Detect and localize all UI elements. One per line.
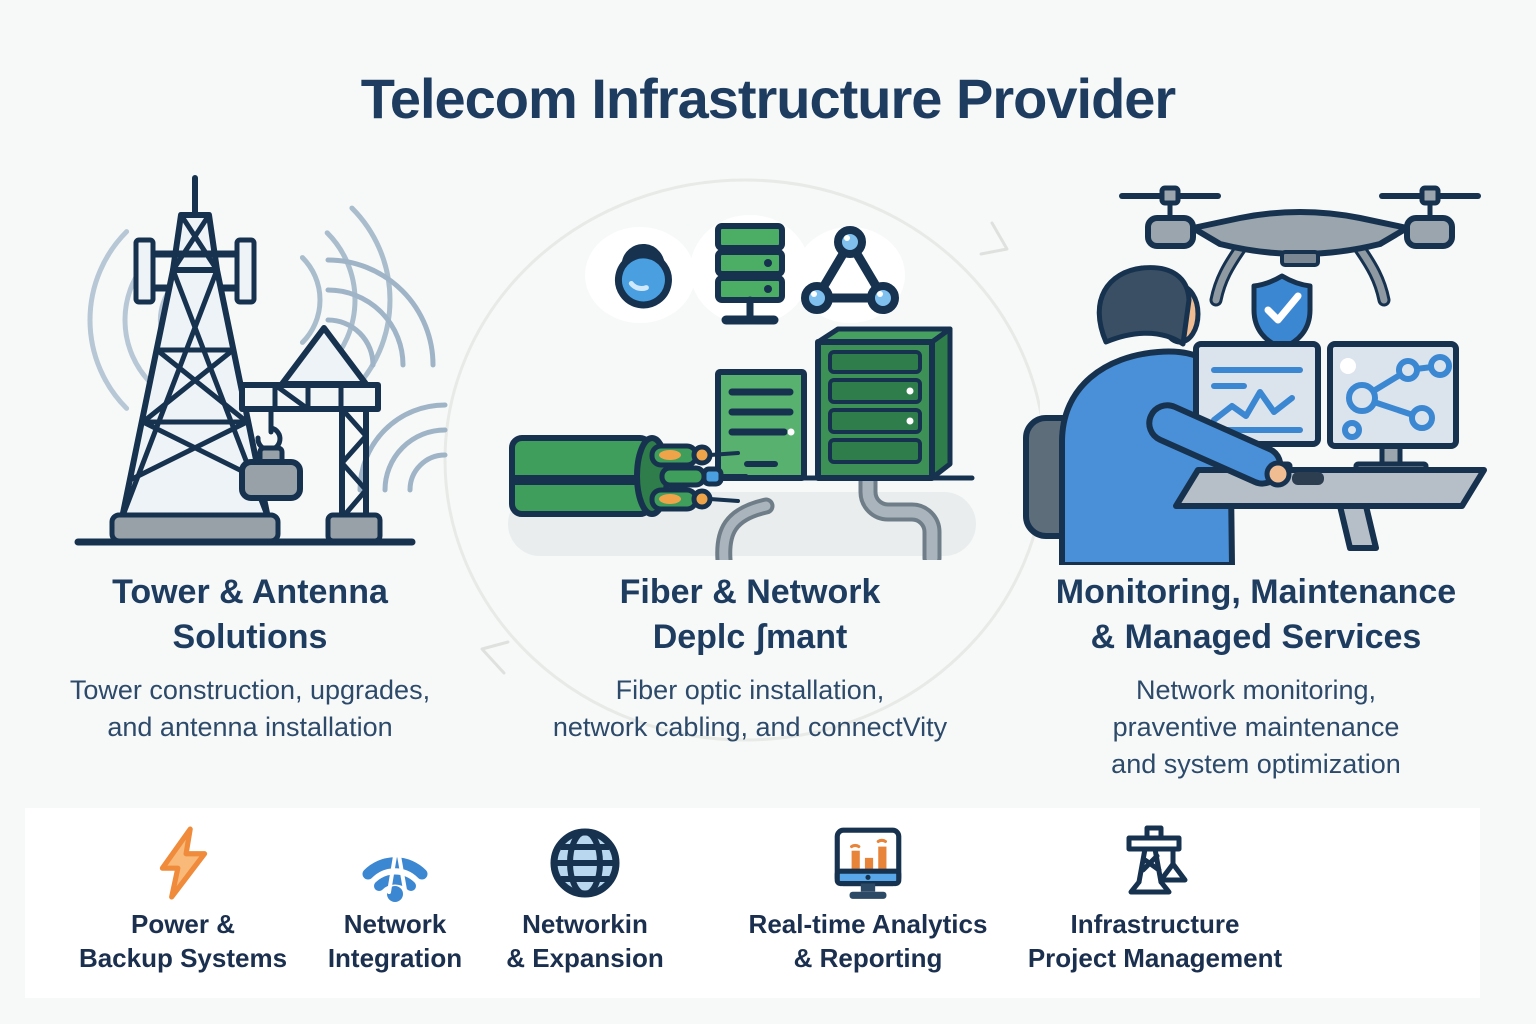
- tower-crane-illustration: [74, 175, 448, 546]
- section-tower-heading: Tower & Antenna Solutions: [112, 573, 388, 656]
- section-tower-description: Tower construction, upgrades, and antenn…: [69, 674, 431, 742]
- cycle-arrow-background: [443, 178, 1040, 742]
- network-nodes-icon: [801, 226, 899, 314]
- capabilities-card: Power & Backup Systems Network Integrati…: [25, 808, 1480, 998]
- monitor-node-graph-icon: [1327, 341, 1459, 477]
- operator-person: [1059, 265, 1235, 565]
- capability-label: Networkin & Expansion: [506, 909, 664, 973]
- padlock-icon: [614, 244, 672, 309]
- analytics-monitor-icon: [718, 822, 1018, 902]
- shield-check-icon: [1251, 273, 1313, 351]
- capability-network-expansion: Networkin & Expansion: [435, 822, 735, 976]
- server-cabinet-large-icon: [815, 326, 953, 481]
- construction-crane-icon: [239, 325, 383, 544]
- section-monitoring-heading: Monitoring, Maintenance & Managed Servic…: [1055, 573, 1457, 656]
- globe-icon: [435, 822, 735, 902]
- lightning-bolt-icon: [33, 822, 333, 902]
- section-monitoring: Monitoring, Maintenance & Managed Servic…: [1000, 570, 1512, 783]
- page-title: Telecom Infrastructure Provider: [360, 67, 1176, 130]
- section-tower: Tower & Antenna Solutions Tower construc…: [30, 570, 470, 746]
- underground-pipes-icon: [715, 468, 942, 560]
- fiber-network-illustration: [508, 215, 976, 560]
- fiber-cable-icon: [509, 435, 748, 517]
- capability-project-management: Infrastructure Project Management: [1005, 822, 1305, 976]
- crane-icon: [1005, 822, 1305, 902]
- capability-analytics-reporting: Real-time Analytics & Reporting: [718, 822, 1018, 976]
- capability-network-integration: Network Integration: [245, 822, 545, 976]
- mouse-icon: [1292, 472, 1324, 485]
- capability-label: Network Integration: [327, 909, 463, 973]
- hand: [1264, 460, 1292, 488]
- capability-label: Power & Backup Systems: [78, 909, 288, 973]
- wifi-antenna-icon: [245, 822, 545, 902]
- mini-server-icon: [715, 223, 785, 325]
- section-fiber-description: Fiber optic installation, network cablin…: [552, 674, 948, 742]
- capability-power-backup: Power & Backup Systems: [33, 822, 333, 976]
- drone-icon: [1119, 185, 1481, 307]
- monitoring-operator-illustration: [1023, 185, 1487, 565]
- hair: [1096, 265, 1192, 347]
- section-fiber-heading: Fiber & Network Deplc ʃmant: [619, 573, 881, 656]
- section-monitoring-description: Network monitoring, praventive maintenan…: [1111, 674, 1401, 779]
- capability-label: Infrastructure Project Management: [1027, 909, 1283, 973]
- server-cabinet-small-icon: [715, 369, 807, 481]
- operator-arm: [1146, 402, 1324, 488]
- lattice-tower-icon: [109, 175, 281, 544]
- section-fiber: Fiber & Network Deplc ʃmant Fiber optic …: [518, 570, 982, 746]
- capability-label: Real-time Analytics & Reporting: [748, 909, 988, 973]
